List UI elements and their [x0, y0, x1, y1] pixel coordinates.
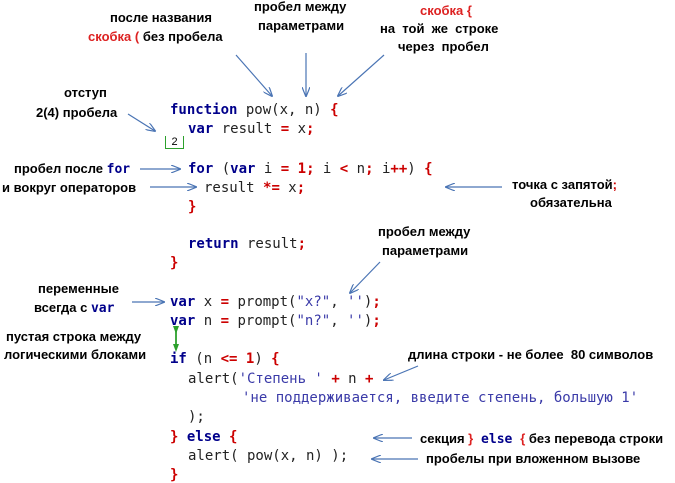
annotation-else-brace-close: }	[468, 431, 474, 446]
code-line-alert-2: 'не поддерживается, введите степень, бол…	[242, 390, 639, 406]
annotation-brace-same-line3: через пробел	[398, 39, 489, 54]
arrow-indent	[127, 113, 155, 131]
code-line-alert-close: );	[188, 409, 205, 425]
annotation-semicolon-line2: обязательна	[530, 195, 612, 210]
annotation-params-space-line2: параметрами	[258, 18, 345, 33]
code-line-alert-1: alert('Степень ' + n +	[188, 371, 374, 387]
annotation-vars-text: всегда с	[34, 300, 91, 315]
arrow-after-name	[235, 54, 272, 96]
code-line-else: } else {	[170, 429, 238, 445]
code-line-var-x: var x = prompt("x?", '');	[170, 294, 381, 310]
annotation-params-space2-line1: пробел между	[378, 224, 471, 239]
code-line-function-decl: function pow(x, n) {	[170, 102, 339, 118]
annotation-brace-same-line1: скобка {	[420, 3, 472, 18]
code-line-if: if (n <= 1) {	[170, 351, 280, 367]
annotation-semicolon-symbol: ;	[612, 177, 617, 192]
annotation-else-text-a: секция	[420, 431, 469, 446]
annotation-else-keyword: else	[473, 432, 521, 447]
annotation-indent-line1: отступ	[64, 85, 107, 100]
code-line-function-close: }	[170, 255, 179, 271]
annotation-empty-line1: пустая строка между	[6, 329, 142, 344]
annotation-for-space-line1: пробел после for	[14, 162, 130, 176]
annotation-after-name-text: без пробела	[142, 29, 223, 44]
annotation-red-paren: скобка (	[88, 29, 143, 44]
arrow-params-space-2	[350, 261, 381, 293]
annotation-for-keyword: for	[106, 162, 131, 177]
annotation-semicolon-text: точка с запятой	[512, 177, 613, 192]
code-line-for: for (var i = 1; i < n; i++) {	[188, 161, 433, 177]
code-line-else-close: }	[170, 467, 179, 483]
annotation-params-space-line1: пробел между	[254, 0, 347, 14]
annotation-empty-line2: логическими блоками	[4, 347, 147, 362]
annotation-nested-call: пробелы при вложенном вызове	[426, 451, 641, 466]
annotation-for-space-line2: и вокруг операторов	[2, 180, 137, 195]
code-line-var-n: var n = prompt("n?", '');	[170, 313, 381, 329]
annotation-brace-same-line2: на той же строке	[380, 21, 499, 36]
code-line-result-mul: result *= x;	[204, 180, 306, 196]
annotation-else-brace-open: {	[520, 431, 526, 446]
annotation-line-length: длина строки - не более 80 символов	[408, 347, 654, 362]
annotation-indent-line2: 2(4) пробела	[36, 105, 118, 120]
annotation-vars-line2: всегда с var	[34, 301, 114, 315]
annotation-else: секция } else { без перевода строки	[420, 432, 663, 446]
annotation-var-keyword: var	[90, 301, 115, 316]
code-line-for-close: }	[188, 199, 197, 215]
code-line-alert-nested: alert( pow(x, n) );	[188, 448, 349, 464]
annotation-vars-line1: переменные	[38, 281, 119, 296]
annotation-after-name-line1: после названия	[110, 10, 212, 25]
annotation-for-space-text: пробел после	[14, 161, 107, 176]
arrow-line-length	[384, 365, 419, 380]
code-line-return: return result;	[188, 236, 307, 252]
indent-width-marker: 2	[165, 136, 184, 149]
code-line-var-result: var result = x;	[188, 121, 315, 137]
annotation-semicolon-line1: точка с запятой;	[512, 178, 617, 191]
annotation-after-name-line2: скобка ( без пробела	[88, 30, 223, 43]
annotation-else-text-e: без перевода строки	[525, 431, 664, 446]
annotation-params-space2-line2: параметрами	[382, 243, 469, 258]
arrow-brace-same-line	[338, 54, 385, 96]
